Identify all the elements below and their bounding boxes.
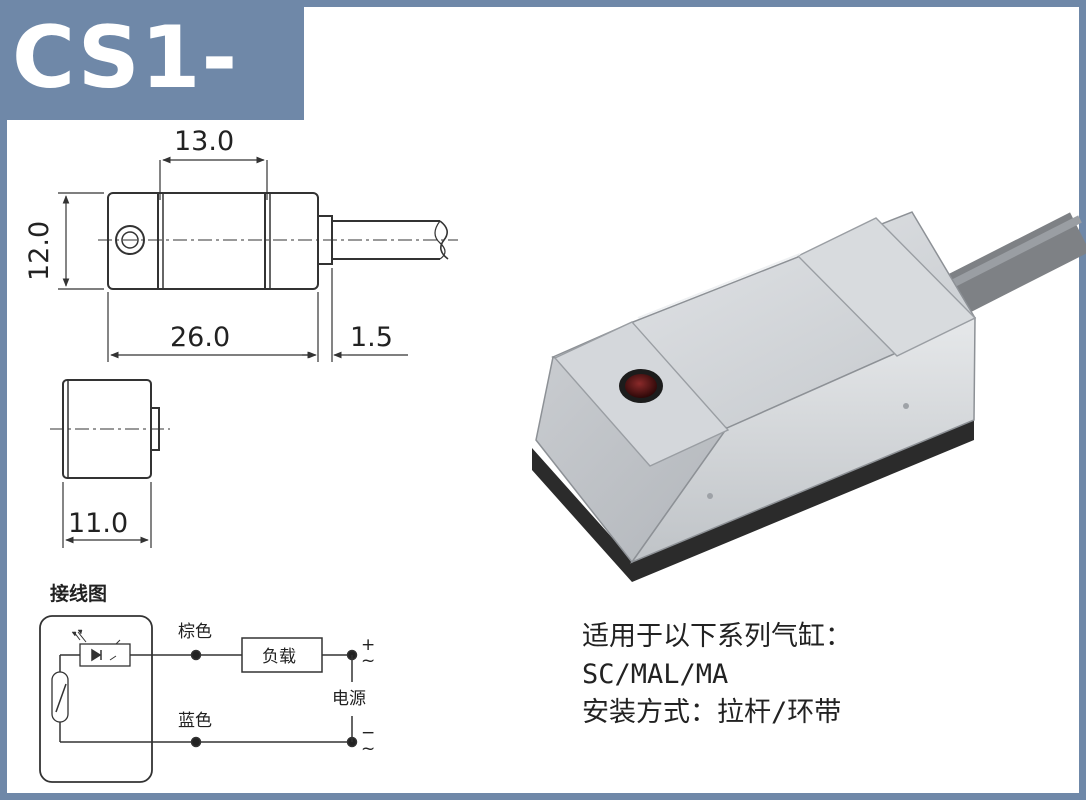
dim-width-13: 13.0 (174, 126, 234, 157)
side-view-drawing (50, 379, 170, 548)
model-title: CS1-U (12, 8, 239, 212)
dim-length-26: 26.0 (170, 322, 230, 353)
cylinder-series: SC/MAL/MA (582, 659, 729, 690)
positive-ac-mark: ~ (361, 651, 375, 671)
negative-ac-mark: ~ (361, 739, 375, 759)
product-image (532, 211, 1086, 582)
wiring-title: 接线图 (50, 582, 107, 605)
positive-terminal: + (361, 635, 375, 655)
power-label: 电源 (332, 689, 366, 709)
dim-depth-11: 11.0 (68, 508, 128, 539)
blue-wire-label: 蓝色 (178, 711, 212, 731)
mounting-method: 安装方式：拉杆/环带 (582, 697, 842, 728)
load-label: 负载 (262, 647, 296, 667)
dim-offset-1-5: 1.5 (350, 322, 393, 353)
title-banner: CS1-U (0, 0, 304, 212)
negative-terminal: − (361, 723, 375, 743)
top-view-drawing (58, 156, 458, 362)
wiring-diagram (39, 615, 358, 783)
compatible-cylinders-label: 适用于以下系列气缸： (582, 621, 852, 652)
dim-height-12: 12.0 (24, 221, 55, 281)
info-block: 适用于以下系列气缸： SC/MAL/MA 安装方式：拉杆/环带 (582, 618, 852, 732)
brown-wire-label: 棕色 (178, 622, 212, 642)
